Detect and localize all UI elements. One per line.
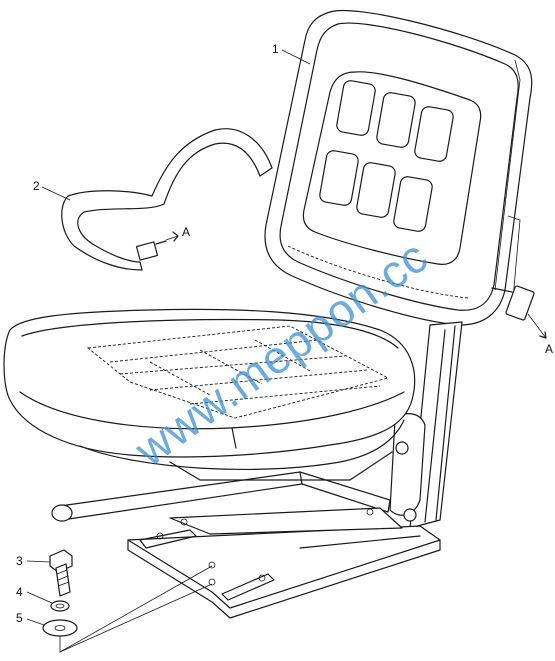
leader-fasteners	[59, 565, 213, 653]
svg-text:5: 5	[16, 611, 23, 625]
callout-5: 5	[16, 611, 45, 626]
leader-fasteners-2	[59, 583, 213, 653]
lock-washer	[50, 600, 70, 612]
callout-4: 4	[16, 585, 53, 604]
flat-washer	[42, 619, 78, 637]
slide-base	[127, 507, 441, 619]
belt-anchor: A	[491, 285, 553, 356]
callout-3: 3	[16, 554, 51, 568]
callout-2: 2	[33, 179, 71, 201]
svg-text:2: 2	[33, 179, 40, 193]
svg-text:1: 1	[272, 42, 279, 56]
seat-cushion	[3, 308, 416, 481]
backrest	[264, 9, 533, 326]
view-ref-belt: A	[182, 225, 190, 239]
seat-belt: A	[61, 128, 273, 271]
callout-1: 1	[272, 42, 311, 65]
bolt	[49, 549, 73, 597]
svg-text:3: 3	[16, 554, 23, 568]
seat-frame	[51, 321, 463, 529]
svg-text:4: 4	[16, 585, 23, 599]
view-ref-mount: A	[545, 342, 553, 356]
